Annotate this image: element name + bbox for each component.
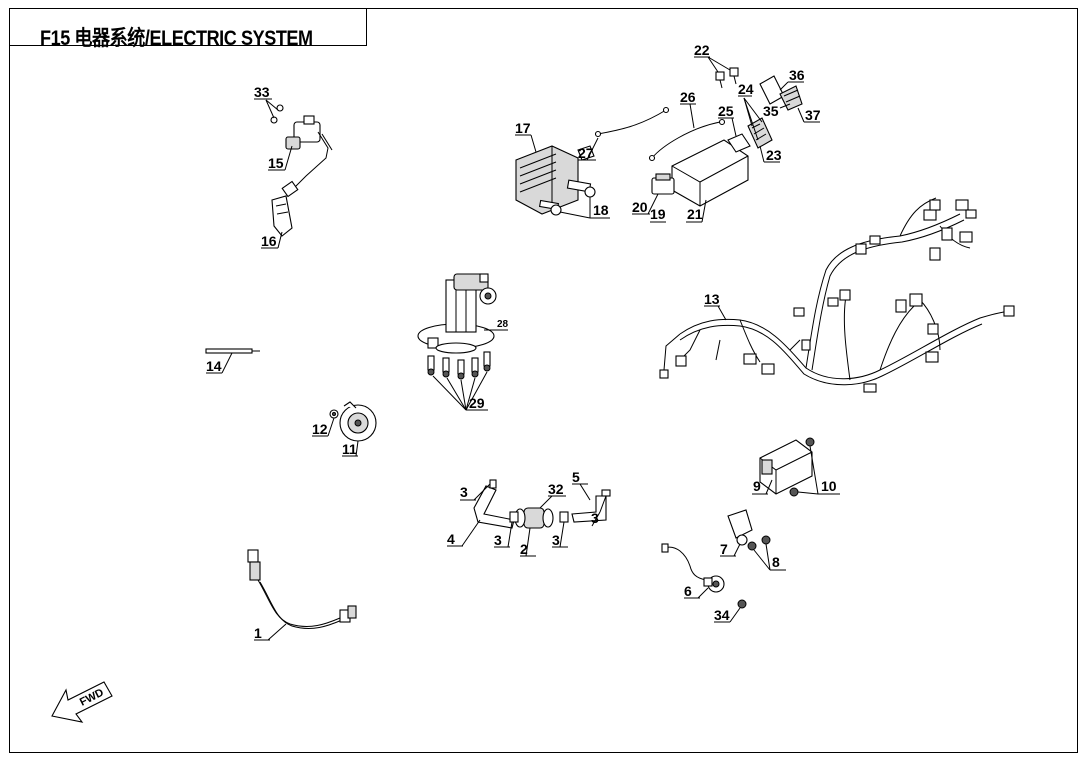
title-box: F15 电器系统/ELECTRIC SYSTEM — [9, 8, 367, 50]
callout-12: 12 — [312, 421, 328, 437]
callout-3-top-left: 3 — [460, 484, 468, 500]
callout-8: 8 — [772, 554, 780, 570]
callout-35: 35 — [763, 103, 779, 119]
callout-6: 6 — [684, 583, 692, 599]
callout-17: 17 — [515, 120, 531, 136]
callout-36: 36 — [789, 67, 805, 83]
drawing-frame — [9, 8, 1078, 753]
callout-37: 37 — [805, 107, 821, 123]
callout-7: 7 — [720, 541, 728, 557]
callout-3-bottom-right: 3 — [552, 532, 560, 548]
callout-3-right: 3 — [591, 510, 599, 526]
screws-part-29 — [427, 351, 491, 380]
callout-33: 33 — [254, 84, 270, 100]
callout-23: 23 — [766, 147, 782, 163]
callout-32: 32 — [548, 481, 564, 497]
callout-13: 13 — [704, 291, 720, 307]
rod-part-14 — [205, 348, 260, 354]
callout-28: 28 — [497, 319, 509, 330]
callout-20: 20 — [632, 199, 648, 215]
ignition-coil-part — [270, 104, 333, 237]
callout-3-bottom-left: 3 — [494, 532, 502, 548]
callout-25: 25 — [718, 103, 734, 119]
callout-24: 24 — [738, 81, 754, 97]
fuse-holder-part — [759, 75, 803, 111]
callout-11: 11 — [342, 441, 357, 457]
cable-part-27 — [597, 109, 667, 135]
callout-18: 18 — [593, 202, 609, 218]
callout-10: 10 — [821, 478, 837, 494]
battery-part — [671, 139, 749, 207]
callout-19: 19 — [650, 206, 666, 222]
wiring-harness-part — [659, 197, 1015, 393]
callout-4: 4 — [447, 531, 455, 547]
connector-part-22 — [715, 67, 739, 89]
callout-14: 14 — [206, 358, 222, 374]
callout-5: 5 — [572, 469, 580, 485]
callout-22: 22 — [694, 42, 710, 58]
fuel-hose-assembly — [473, 479, 611, 529]
page-title: F15 电器系统/ELECTRIC SYSTEM — [40, 27, 313, 50]
callout-2: 2 — [520, 541, 528, 557]
ecu-module-part — [759, 437, 815, 497]
callout-29: 29 — [469, 395, 485, 411]
relay-part — [651, 173, 675, 195]
callout-16: 16 — [261, 233, 277, 249]
callout-1: 1 — [254, 625, 262, 641]
sensor-part-6 — [661, 543, 747, 609]
cable-part-26 — [651, 121, 721, 159]
callout-34: 34 — [714, 607, 730, 623]
sensor-cable-part-1 — [247, 549, 357, 629]
callout-21: 21 — [687, 206, 703, 222]
fuse-box-part — [727, 117, 773, 153]
callout-15: 15 — [268, 155, 284, 171]
horn-part — [329, 401, 377, 442]
callout-27: 27 — [578, 145, 594, 161]
sensor-part-7 — [727, 509, 771, 551]
callout-26: 26 — [680, 89, 696, 105]
callout-9: 9 — [753, 478, 761, 494]
fuel-pump-part — [417, 273, 497, 354]
regulator-rectifier-part — [515, 145, 596, 216]
forward-direction-arrow: FWD — [51, 681, 113, 723]
